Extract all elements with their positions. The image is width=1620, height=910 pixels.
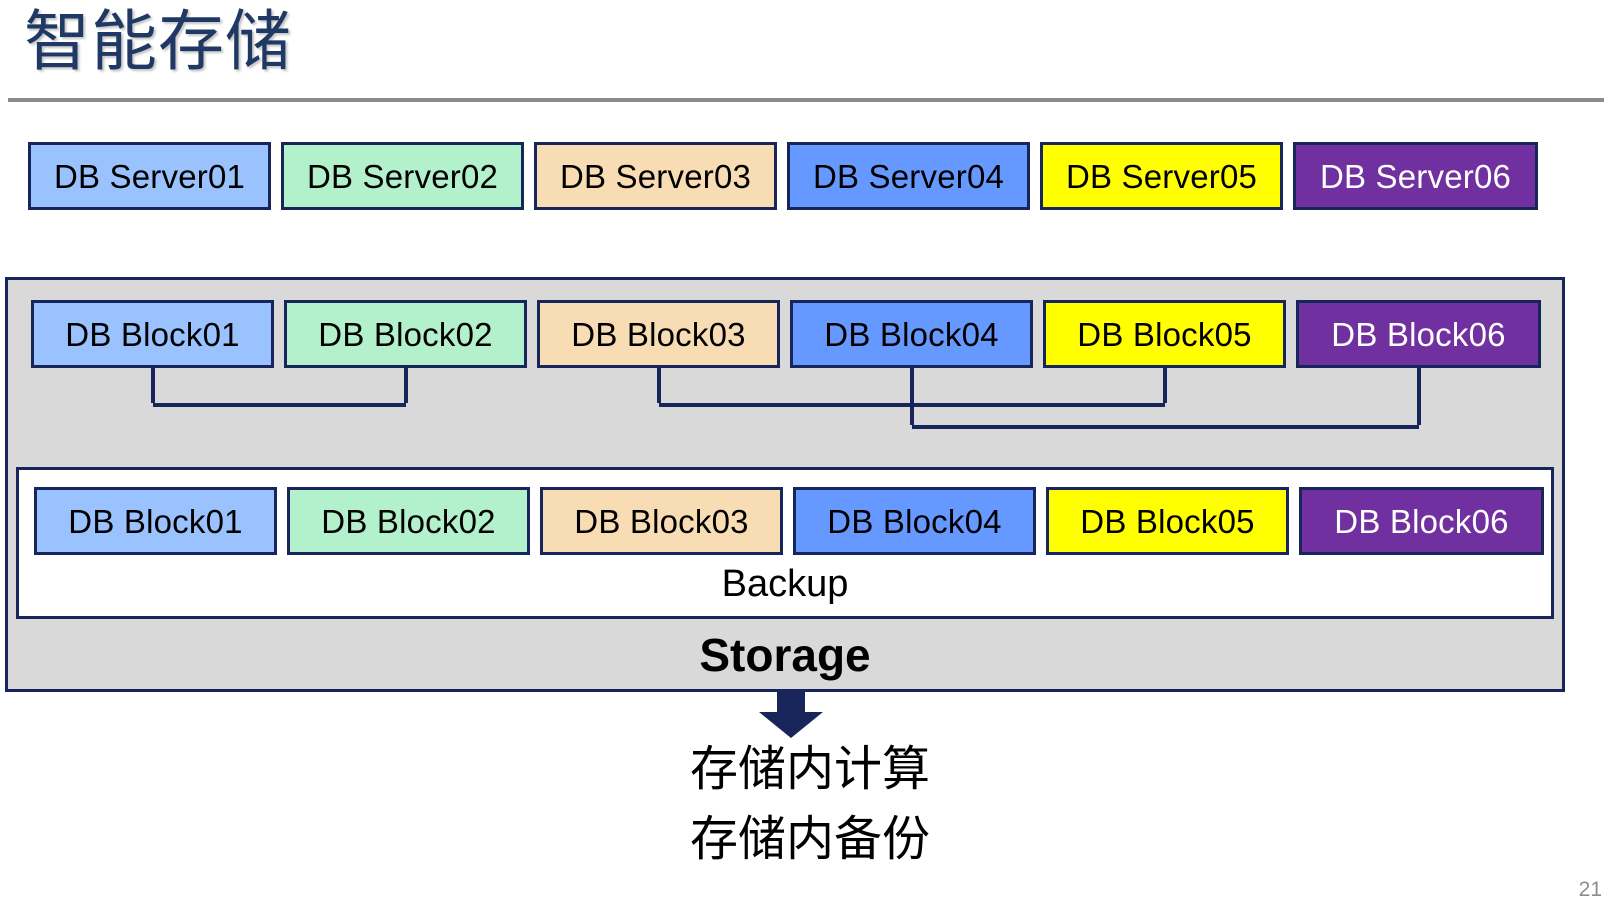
db-block-box-label: DB Block01 xyxy=(65,315,240,353)
caption-line-2: 存储内备份 xyxy=(689,812,930,866)
backup-box: DB Block01 DB Block02 DB Block03 DB Block04… xyxy=(16,467,1554,619)
db-server-box-6[interactable]: DB Server06 xyxy=(1293,142,1538,210)
db-server-box-label: DB Server06 xyxy=(1319,157,1512,195)
db-block-box-label: DB Block06 xyxy=(1331,315,1506,353)
db-block-box-label: DB Block04 xyxy=(824,315,999,353)
db-server-box-3[interactable]: DB Server03 xyxy=(534,142,777,210)
db-backup-block-box-3[interactable]: DB Block03 xyxy=(540,487,783,555)
db-server-box-4[interactable]: DB Server04 xyxy=(787,142,1030,210)
db-backup-block-box-label: DB Block02 xyxy=(321,502,496,540)
connector-block03-block05 xyxy=(658,403,1165,407)
storage-container: DB Block01 DB Block02 DB Block03 DB Block04… xyxy=(5,277,1565,738)
connector-block01-down xyxy=(150,368,155,403)
db-server-box-label: DB Server01 xyxy=(53,157,246,195)
db-backup-block-box-1[interactable]: DB Block01 xyxy=(34,487,277,555)
db-backup-block-box-label: DB Block03 xyxy=(574,502,749,540)
connector-block04-block06 xyxy=(911,425,1419,429)
db-backup-block-box-6[interactable]: DB Block06 xyxy=(1299,487,1544,555)
db-block-box-label: DB Block05 xyxy=(1077,315,1252,353)
db-server-box-label: DB Server03 xyxy=(559,157,752,195)
caption-block: 存储内计算存储内备份 xyxy=(0,735,1620,874)
connector-block02-down xyxy=(403,368,408,403)
db-block-box-2[interactable]: DB Block02 xyxy=(284,300,527,368)
db-block-box-1[interactable]: DB Block01 xyxy=(31,300,274,368)
down-arrow-icon xyxy=(759,690,823,738)
db-server-box-5[interactable]: DB Server05 xyxy=(1040,142,1283,210)
connector-block05-down xyxy=(1162,368,1167,403)
db-backup-block-box-label: DB Block04 xyxy=(827,502,1002,540)
arrow-shaft xyxy=(777,690,805,714)
db-block-box-5[interactable]: DB Block05 xyxy=(1043,300,1286,368)
db-server-box-2[interactable]: DB Server02 xyxy=(281,142,524,210)
db-server-box-label: DB Server05 xyxy=(1065,157,1258,195)
db-backup-block-box-5[interactable]: DB Block05 xyxy=(1046,487,1289,555)
connector-block04-down xyxy=(909,368,914,425)
db-block-box-4[interactable]: DB Block04 xyxy=(790,300,1033,368)
storage-label: Storage xyxy=(699,629,871,682)
db-backup-block-box-4[interactable]: DB Block04 xyxy=(793,487,1036,555)
db-backup-block-box-label: DB Block06 xyxy=(1334,502,1509,540)
arrow-head xyxy=(759,712,823,738)
connector-block03-down xyxy=(656,368,661,403)
page-number: 21 xyxy=(1578,878,1602,901)
caption-line-1: 存储内计算 xyxy=(689,743,930,796)
title-divider xyxy=(8,98,1604,102)
db-server-box-1[interactable]: DB Server01 xyxy=(28,142,271,210)
page-title: 智能存储 xyxy=(24,4,292,78)
backup-label: Backup xyxy=(721,563,849,606)
connector-block01-block02 xyxy=(152,403,406,407)
connector-block06-down xyxy=(1416,368,1421,425)
db-server-box-label: DB Server02 xyxy=(306,157,499,195)
db-block-box-3[interactable]: DB Block03 xyxy=(537,300,780,368)
db-block-box-label: DB Block03 xyxy=(571,315,746,353)
db-server-box-label: DB Server04 xyxy=(812,157,1005,195)
db-block-box-label: DB Block02 xyxy=(318,315,493,353)
db-backup-block-box-label: DB Block01 xyxy=(68,502,243,540)
db-backup-block-box-2[interactable]: DB Block02 xyxy=(287,487,530,555)
db-block-box-6[interactable]: DB Block06 xyxy=(1296,300,1541,368)
db-backup-block-box-label: DB Block05 xyxy=(1080,502,1255,540)
